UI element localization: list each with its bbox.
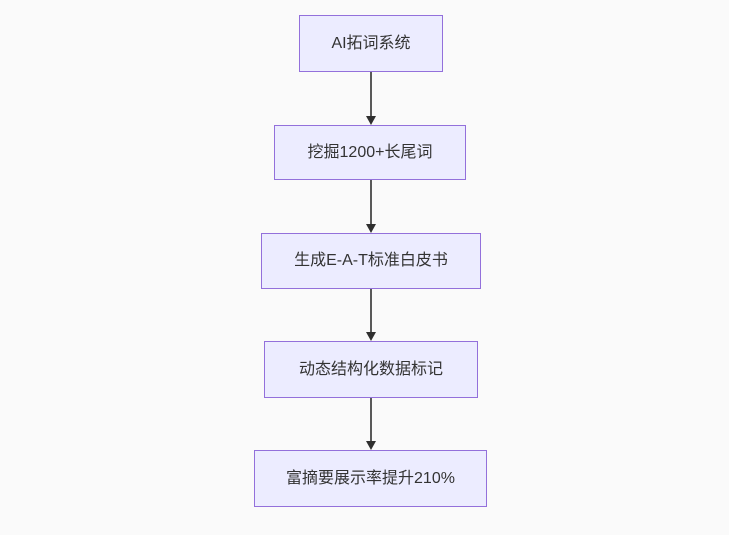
flow-node-label: 挖掘1200+长尾词 [307, 143, 433, 161]
edge-line-3 [370, 289, 372, 332]
edge-line-1 [370, 72, 372, 116]
flow-node-label: 生成E-A-T标准白皮书 [294, 252, 448, 270]
arrow-down-icon [366, 224, 376, 233]
flow-node-label: AI拓词系统 [331, 34, 411, 52]
edge-line-4 [370, 398, 372, 441]
flow-node-mine-longtail-keywords: 挖掘1200+长尾词 [274, 125, 466, 180]
flow-node-label: 动态结构化数据标记 [298, 360, 443, 378]
flow-node-ai-word-expansion-system: AI拓词系统 [299, 15, 443, 72]
arrow-down-icon [366, 116, 376, 125]
flow-node-rich-snippet-rate-increase: 富摘要展示率提升210% [254, 450, 487, 507]
flow-node-generate-eat-whitepaper: 生成E-A-T标准白皮书 [261, 233, 481, 289]
flow-node-dynamic-structured-data-markup: 动态结构化数据标记 [264, 341, 478, 398]
edge-line-2 [370, 180, 372, 224]
arrow-down-icon [366, 332, 376, 341]
arrow-down-icon [366, 441, 376, 450]
flow-node-label: 富摘要展示率提升210% [286, 469, 455, 487]
